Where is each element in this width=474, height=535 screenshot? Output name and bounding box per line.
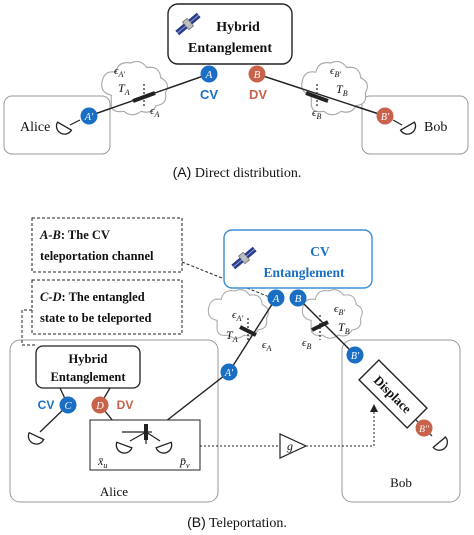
- svg-text:A: A: [272, 293, 280, 305]
- svg-text:A': A': [224, 368, 234, 379]
- noise-cloud-alice: [101, 60, 168, 116]
- x-u-label: x̄u: [97, 454, 107, 470]
- note-entangled-state: [31, 279, 183, 335]
- hybrid-entanglement-box: [167, 3, 293, 65]
- panel-b: Alice Bob A-B: The CV teleportation chan…: [9, 217, 461, 531]
- node-c: [59, 396, 77, 414]
- svg-text:B': B': [381, 112, 390, 123]
- node-a: [200, 65, 218, 83]
- hybrid-line2: Entanglement: [51, 370, 127, 384]
- svg-text:A-B: The CV: A-B: The CV: [39, 228, 110, 242]
- cv-label: CV: [200, 87, 218, 102]
- bob-label: Bob: [390, 475, 412, 490]
- noise-cloud-bob: [301, 289, 363, 339]
- beam-splitter-bob: [311, 320, 329, 332]
- svg-text:state to be teleported: state to be teleported: [40, 311, 151, 325]
- node-b-prime: [376, 107, 394, 125]
- eps-b-label: ϵB: [312, 107, 321, 121]
- eps-a-label: ϵA: [262, 339, 271, 353]
- dv-label: DV: [117, 398, 134, 412]
- node-b-prime: [346, 346, 364, 364]
- svg-text:C: C: [64, 401, 72, 412]
- caption-b: (B) Teleportation.: [187, 514, 287, 531]
- t-b-label: TB: [336, 82, 348, 98]
- svg-text:D: D: [95, 401, 104, 412]
- hybrid-entanglement-box: [35, 345, 141, 389]
- hybrid-title-line2: Entanglement: [188, 41, 272, 56]
- node-b: [289, 289, 307, 307]
- eps-b-prime-label: ϵB': [330, 65, 341, 79]
- dv-label: DV: [249, 87, 267, 102]
- svg-text:B'': B'': [419, 425, 430, 435]
- cv-label: CV: [38, 398, 55, 412]
- note-cv-channel: [31, 217, 183, 273]
- satellite-icon: [175, 12, 201, 36]
- svg-text:C-D: The entangled: C-D: The entangled: [40, 290, 145, 304]
- t-a-label: TA: [226, 328, 238, 344]
- eps-a-prime-label: ϵA': [114, 65, 125, 79]
- satellite-icon: [231, 246, 257, 270]
- node-a: [267, 289, 285, 307]
- node-b: [248, 65, 266, 83]
- caption-a: (A) Direct distribution.: [173, 164, 302, 181]
- alice-label: Alice: [100, 484, 128, 499]
- eps-a-label: ϵA: [150, 105, 159, 119]
- eps-b-prime-label: ϵB': [334, 303, 345, 317]
- svg-text:teleportation channel: teleportation channel: [40, 249, 154, 263]
- cv-entanglement-box: [223, 229, 373, 289]
- hybrid-line1: Hybrid: [69, 352, 108, 366]
- eps-a-prime-label: ϵA': [232, 309, 243, 323]
- svg-text:B': B': [351, 351, 360, 362]
- node-b-double-prime: [415, 419, 433, 437]
- t-b-label: TB: [338, 320, 350, 336]
- bob-label: Bob: [424, 120, 447, 135]
- cv-box-line2: Entanglement: [264, 265, 346, 280]
- node-a-prime: [220, 363, 238, 381]
- hybrid-title-line1: Hybrid: [216, 20, 260, 35]
- t-a-label: TA: [118, 81, 130, 97]
- svg-text:A: A: [205, 69, 213, 81]
- node-d: [91, 396, 109, 414]
- svg-text:g: g: [287, 439, 293, 453]
- svg-text:A': A': [84, 112, 94, 123]
- eps-b-label: ϵB: [302, 337, 311, 351]
- panel-a: Hybrid Entanglement A B CV DV TA ϵA' ϵA …: [3, 3, 469, 181]
- gain-amplifier: [279, 433, 308, 459]
- cv-box-line1: CV: [310, 244, 330, 259]
- node-a-prime: [80, 107, 98, 125]
- svg-text:B: B: [295, 293, 302, 305]
- alice-label: Alice: [20, 120, 50, 135]
- svg-text:B: B: [254, 69, 261, 81]
- p-v-label: p̄v: [179, 454, 190, 470]
